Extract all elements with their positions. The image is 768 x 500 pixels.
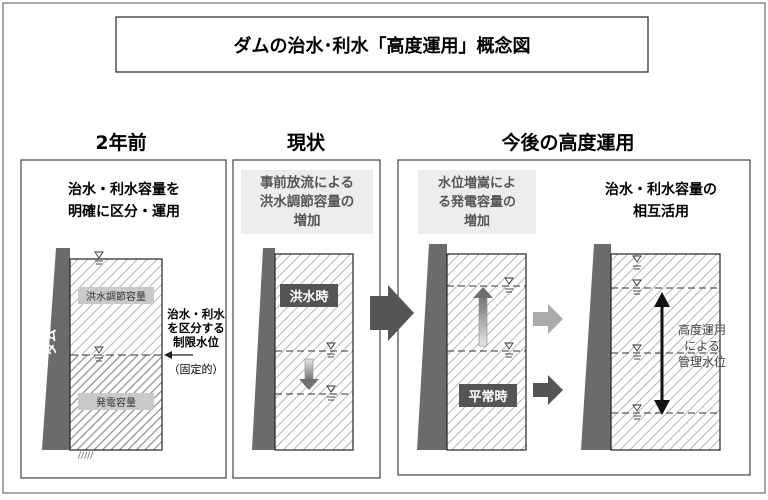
future-right-reservoir (610, 253, 721, 451)
future-right-reservoir-fill (611, 254, 720, 450)
flood-badge-label: 洪水時 (289, 289, 328, 305)
water-level-icon (326, 385, 336, 401)
level-label-2: による (684, 339, 720, 353)
future-left-subtitle-3: 増加 (464, 213, 490, 229)
future-right-subtitle-2: 相互活用 (633, 203, 689, 220)
range-arrow-down-head (654, 400, 670, 415)
prerelease-arrow-shaft (304, 358, 314, 380)
future-left-dam-body (417, 244, 447, 450)
current-subtitle-3: 増加 (294, 212, 321, 229)
ground-hatch: ///// (78, 451, 94, 461)
level-label-1: 高度運用 (678, 322, 726, 337)
limit-note-2: を区分する (167, 321, 225, 335)
title-box (115, 16, 649, 73)
water-level-icon (326, 342, 336, 358)
water-level-icon (504, 277, 514, 293)
water-level-icon (632, 344, 642, 360)
raise-arrow-shaft (478, 297, 488, 347)
heading-future: 今後の高度運用 (500, 131, 634, 154)
current-dam-body (252, 248, 275, 450)
past-subtitle-2: 明確に区分・運用 (68, 203, 180, 220)
limit-note-sub: （固定的） (169, 362, 224, 376)
current-subtitle-box (241, 170, 373, 234)
connector-arrow-dark (533, 375, 563, 405)
heading-current: 現状 (287, 131, 326, 154)
transition-arrow (370, 285, 414, 341)
raise-arrowhead (473, 287, 493, 298)
prerelease-arrowhead (299, 379, 319, 390)
normal-badge (459, 384, 517, 407)
connector-arrow-light (533, 304, 563, 334)
future-left-reservoir (446, 253, 527, 451)
flood-label-box (78, 287, 154, 304)
current-subtitle-2: 洪水調節容量の (260, 193, 355, 210)
panel-past (20, 159, 227, 479)
water-level-icon (94, 251, 104, 265)
water-level-icon (632, 255, 642, 270)
future-right-subtitle-1: 治水・利水容量の (605, 181, 717, 198)
dam-label: ダム (43, 329, 59, 355)
range-arrow-up-head (654, 292, 670, 307)
future-left-subtitle-2: る発電容量の (438, 194, 516, 210)
future-left-subtitle-box (418, 170, 536, 234)
flood-badge (280, 284, 338, 307)
current-reservoir (274, 253, 354, 451)
current-subtitle-1: 事前放流による (260, 174, 354, 191)
water-level-icon (632, 279, 642, 295)
dam-body (42, 248, 70, 450)
power-label-box (78, 393, 154, 410)
future-left-reservoir-fill (447, 254, 526, 450)
limit-note-3: 制限水位 (173, 335, 219, 349)
flood-capacity-label: 洪水調節容量 (86, 290, 146, 303)
diagram-title: ダムの治水･利水「高度運用」概念図 (234, 35, 531, 57)
limit-pointer-arrowhead (164, 351, 172, 359)
limit-note-1: 治水・利水 (167, 307, 225, 321)
normal-badge-label: 平常時 (468, 389, 507, 405)
water-level-icon (504, 342, 514, 358)
future-left-subtitle-1: 水位増嵩によ (438, 175, 516, 191)
level-label-3: 管理水位 (678, 354, 726, 369)
heading-past: 2年前 (95, 131, 146, 154)
future-right-dam-body (581, 244, 611, 450)
water-level-icon (94, 346, 104, 362)
water-level-icon (632, 404, 642, 420)
past-subtitle-1: 治水・利水容量を (68, 181, 180, 198)
power-capacity-label: 発電容量 (96, 396, 136, 409)
current-reservoir-fill (275, 254, 353, 450)
past-flood-zone (70, 259, 162, 355)
